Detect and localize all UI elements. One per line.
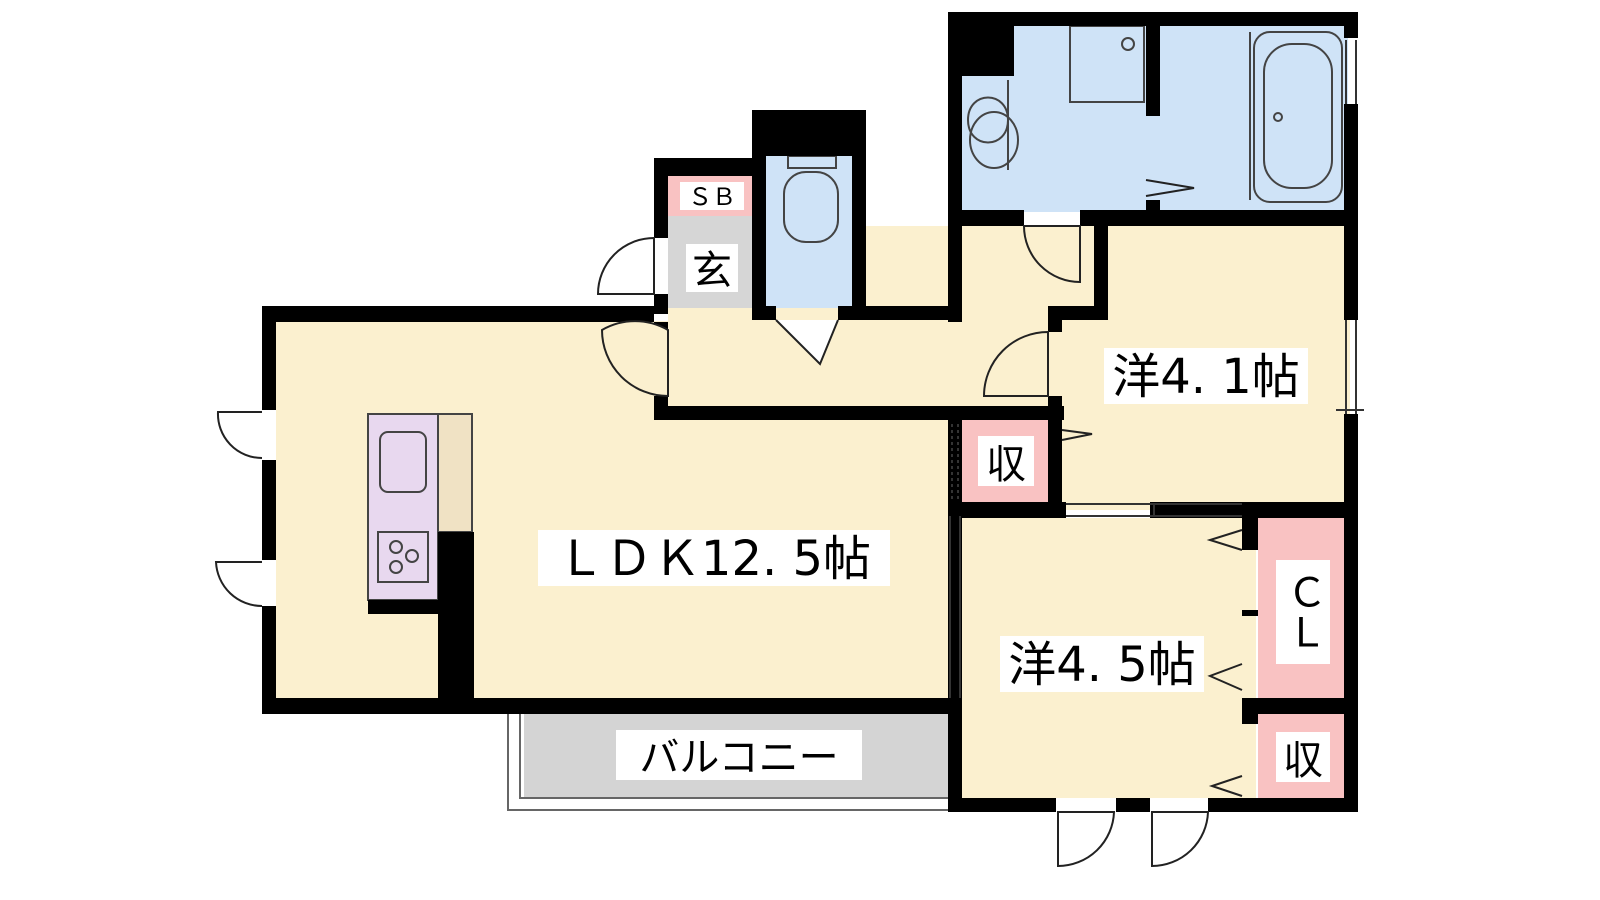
storage-small-label-bg [978, 436, 1034, 486]
shoe-box-label-bg [680, 182, 744, 210]
storage-lower-label: 収 [1283, 738, 1323, 784]
door-ldk-hall [600, 320, 669, 398]
stove-icon [377, 531, 429, 583]
washbasin-icon [966, 80, 1010, 170]
tub-drain-icon [1273, 112, 1283, 122]
ldk-label: ＬＤＫ12. 5帖 [557, 531, 871, 587]
toilet-icon [783, 171, 839, 243]
door-washroom [1022, 225, 1081, 284]
balcony-rail-inner [519, 714, 952, 799]
door-ldk-left-upper [216, 411, 263, 460]
kitchen-counter-back [437, 413, 473, 533]
closet-label: ＣＬ [1280, 572, 1326, 652]
ldk-label-bg [538, 530, 890, 586]
shoe-box-label: ＳＢ [688, 183, 736, 211]
balcony-label-bg [616, 730, 862, 780]
door-toilet [775, 319, 839, 366]
door-closet-upper [1206, 529, 1243, 551]
bathtub-inner-icon [1263, 43, 1333, 189]
sink-icon [379, 431, 427, 493]
doors [214, 179, 1243, 868]
balcony-rail [507, 714, 952, 811]
storage-lower-label-bg [1276, 732, 1330, 782]
door-storage-small [1061, 429, 1093, 441]
door-storage-lower [1208, 775, 1243, 797]
drain-icon [1121, 37, 1135, 51]
balcony-label: バルコニー [639, 735, 838, 781]
storage-small-label: 収 [986, 442, 1026, 488]
windows [949, 40, 1364, 698]
entrance-label: 玄 [692, 248, 732, 294]
burner-icon [389, 560, 403, 574]
bathtub-icon [1253, 31, 1343, 203]
western1-label-bg [1104, 348, 1308, 404]
door-western2-left [1057, 811, 1116, 868]
door-ldk-left-lower [214, 561, 263, 608]
entrance-label-bg [686, 244, 738, 292]
door-bath [1145, 179, 1195, 197]
closet-label-bg [1276, 560, 1330, 664]
door-entrance [596, 236, 655, 295]
toilet-floor [766, 156, 854, 308]
western2-label-bg [1000, 636, 1204, 692]
western1-label: 洋4. 1帖 [1112, 349, 1300, 405]
door-closet-lower [1207, 663, 1243, 691]
door-western2-right [1151, 811, 1210, 868]
burner-icon [405, 549, 419, 563]
door-western1 [982, 330, 1049, 397]
basin-bowl-icon [969, 111, 1019, 169]
western2-label: 洋4. 5帖 [1008, 637, 1196, 693]
burner-icon [389, 540, 403, 554]
